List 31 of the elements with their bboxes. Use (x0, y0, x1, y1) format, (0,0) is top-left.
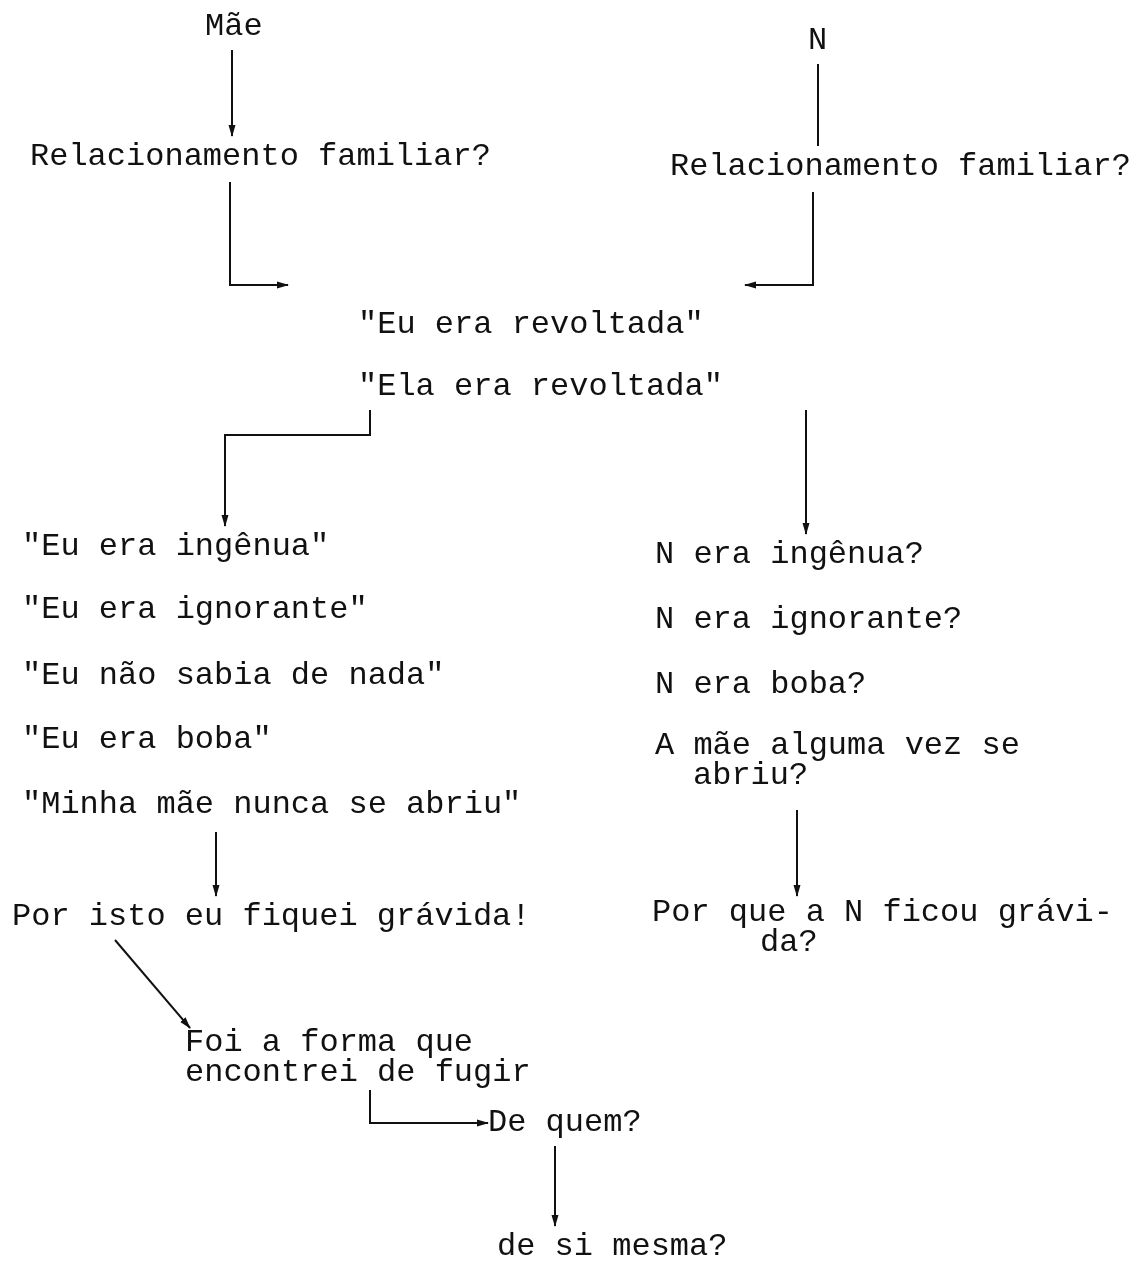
arrow (114, 939, 191, 1029)
question-text: N era ignorante? (655, 601, 963, 639)
statement-text: Por isto eu fiquei grávida! (12, 898, 531, 936)
question-text: de si mesma? (497, 1228, 728, 1266)
connector-line (817, 63, 819, 147)
quote-text: "Eu era boba" (22, 721, 272, 759)
question-text: N era boba? (655, 666, 867, 704)
arrow (229, 181, 289, 289)
arrow (221, 409, 371, 527)
arrow (802, 409, 810, 535)
quote-text: "Eu não sabia de nada" (22, 657, 445, 695)
arrow (228, 49, 236, 137)
arrow (744, 191, 814, 289)
quote-text: "Minha mãe nunca se abriu" (22, 786, 522, 824)
question-text: De quem? (488, 1104, 642, 1142)
question-text: N era ingênua? (655, 536, 924, 574)
quote-text: "Eu era revoltada" (358, 306, 704, 344)
arrow (793, 809, 801, 897)
question-text: Relacionamento familiar? (670, 148, 1131, 186)
question-text: A mãe alguma vez se abriu? (655, 731, 1021, 791)
arrow (551, 1145, 559, 1227)
question-text: Por que a N ficou grávi- da? (652, 898, 1140, 958)
quote-text: "Eu era ingênua" (22, 528, 330, 566)
statement-text: Foi a forma que encontrei de fugir (185, 1028, 555, 1088)
arrow (369, 1089, 489, 1127)
quote-text: "Eu era ignorante" (22, 591, 368, 629)
question-text: Relacionamento familiar? (30, 138, 491, 176)
arrow (212, 831, 220, 897)
quote-text: "Ela era revoltada" (358, 368, 723, 406)
label-text: Mãe (205, 8, 263, 46)
label-text: N (808, 22, 828, 60)
